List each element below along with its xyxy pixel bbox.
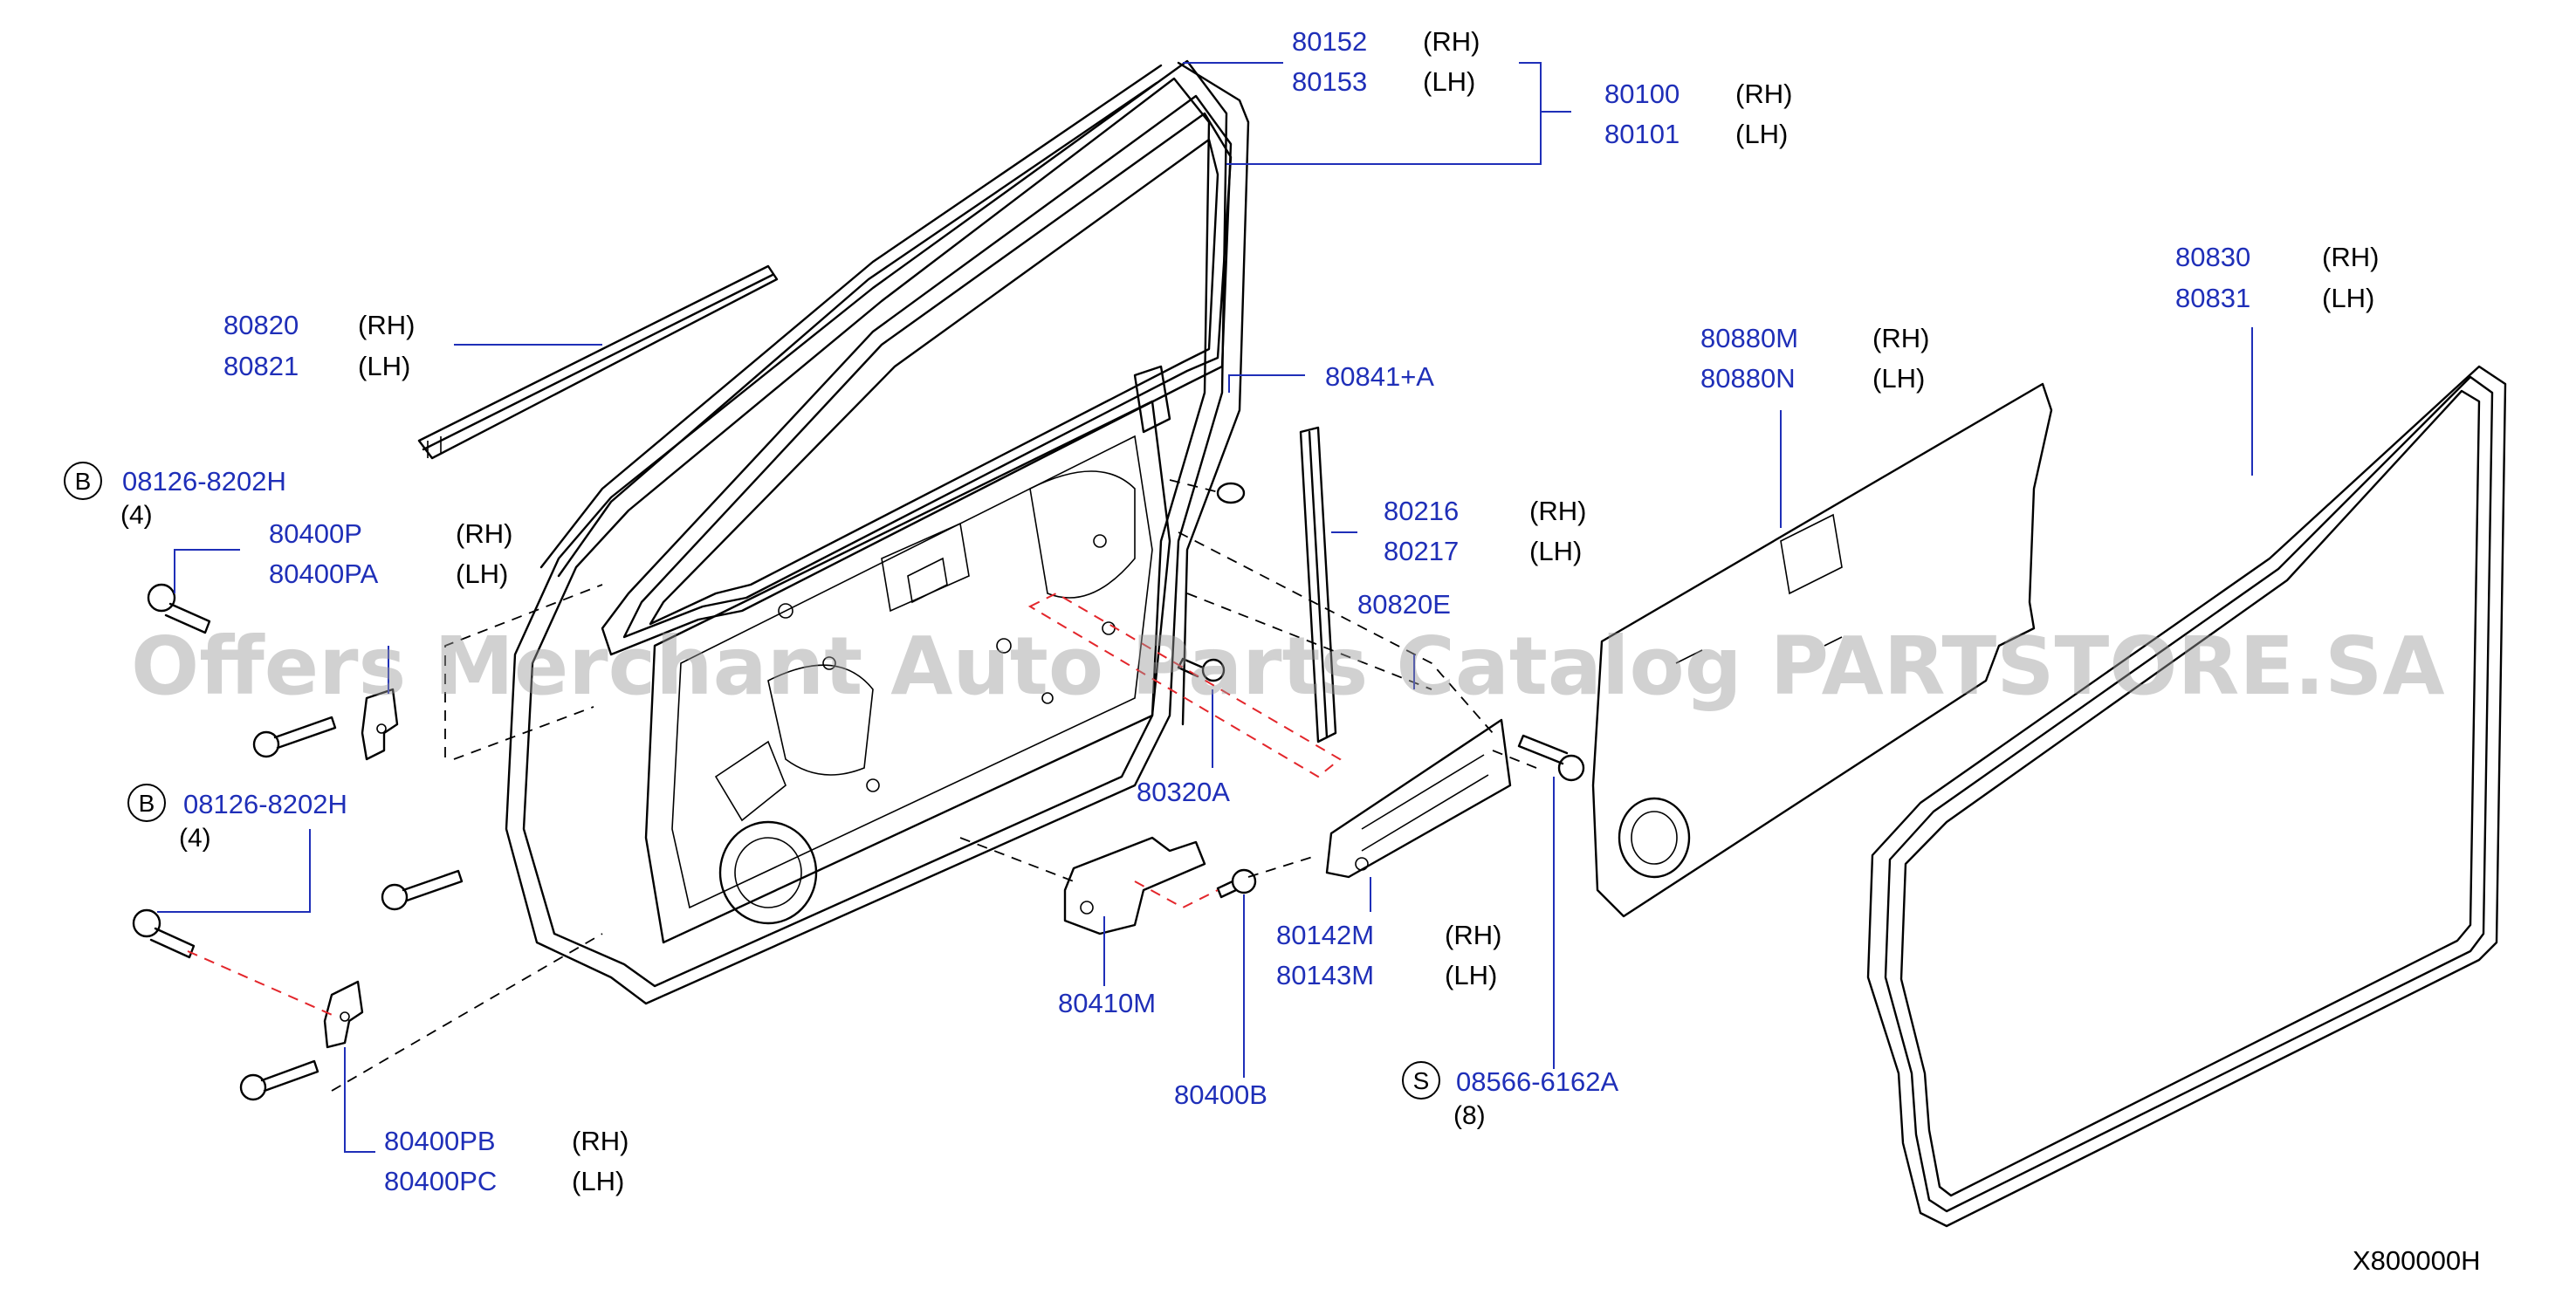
hinge-lower-icon [323, 980, 364, 1049]
label-side-80820: (RH) [358, 310, 415, 340]
check-link-icon [1063, 836, 1206, 935]
label-side-80217: (LH) [1529, 536, 1582, 566]
label-part-80152: 80152 [1292, 26, 1367, 57]
b-badge-upper [64, 462, 102, 500]
b-badge-lower-text: B [139, 790, 155, 817]
s-badge-text: S [1413, 1067, 1430, 1094]
label-part-80153: 80153 [1292, 66, 1367, 97]
label-part-80880n: 80880N [1700, 363, 1796, 394]
label-part-80820e: 80820E [1357, 589, 1451, 620]
sash-molding-drawing [417, 264, 779, 460]
hinge-upper-icon [361, 688, 399, 761]
label-part-80101: 80101 [1604, 119, 1680, 149]
label-part-80841a: 80841+A [1325, 361, 1434, 392]
patch-icon [1325, 718, 1512, 879]
label-part-80400pb: 80400PB [384, 1126, 496, 1156]
watermark: Offers Merchant Auto Parts Catalog PARTS… [131, 620, 2445, 713]
label-side-80880m: (RH) [1872, 323, 1929, 353]
label-part-80821: 80821 [223, 351, 299, 381]
label-side-80831: (LH) [2322, 283, 2374, 313]
weatherstrip-drawing [1866, 365, 2507, 1228]
label-part-80320a: 80320A [1137, 777, 1230, 807]
label-part-80217: 80217 [1384, 536, 1459, 566]
label-side-80101: (LH) [1735, 119, 1788, 149]
label-side-80153: (LH) [1423, 66, 1475, 97]
door-trim-drawing [1591, 382, 2053, 918]
label-part-08126-upper: 08126-8202H [122, 466, 286, 497]
b-badge-lower [127, 784, 166, 822]
label-side-80830: (RH) [2322, 242, 2379, 272]
label-part-80830: 80830 [2175, 242, 2250, 272]
label-part-80400pa: 80400PA [269, 558, 379, 589]
label-part-80143m: 80143M [1276, 960, 1374, 990]
label-side-80400pc: (LH) [572, 1166, 624, 1196]
label-part-08566: 08566-6162A [1456, 1066, 1618, 1097]
label-part-08126-lower: 08126-8202H [183, 789, 347, 819]
label-part-80410m: 80410M [1058, 988, 1156, 1018]
cap-icon [1216, 482, 1246, 504]
label-part-80820: 80820 [223, 310, 299, 340]
label-part-80400b: 80400B [1174, 1079, 1267, 1110]
label-part-80880m: 80880M [1700, 323, 1798, 353]
b-badge-upper-text: B [75, 468, 92, 495]
label-side-80400pa: (LH) [456, 558, 508, 589]
label-part-80400pc: 80400PC [384, 1166, 497, 1196]
bolt-icon [132, 583, 1585, 1101]
sash-drawing [1299, 426, 1337, 743]
label-side-80216: (RH) [1529, 496, 1586, 526]
label-part-80216: 80216 [1384, 496, 1459, 526]
label-side-80880n: (LH) [1872, 363, 1925, 394]
label-qty-08566: (8) [1453, 1101, 1486, 1130]
label-qty-08126-upper: (4) [120, 501, 153, 530]
label-side-80400pb: (RH) [572, 1126, 629, 1156]
label-part-80400p: 80400P [269, 518, 362, 549]
diagram-code: X800000H [2353, 1245, 2481, 1276]
label-side-80100: (RH) [1735, 79, 1792, 109]
label-side-80821: (LH) [358, 351, 410, 381]
label-part-80831: 80831 [2175, 283, 2250, 313]
door-panel-drawing [505, 59, 1250, 1005]
label-side-80143m: (LH) [1445, 960, 1497, 990]
s-badge [1402, 1061, 1440, 1100]
label-side-80400p: (RH) [456, 518, 512, 549]
label-side-80142m: (RH) [1445, 920, 1501, 950]
label-side-80152: (RH) [1423, 26, 1480, 57]
label-qty-08126-lower: (4) [179, 824, 211, 853]
label-part-80100: 80100 [1604, 79, 1680, 109]
label-part-80142m: 80142M [1276, 920, 1374, 950]
